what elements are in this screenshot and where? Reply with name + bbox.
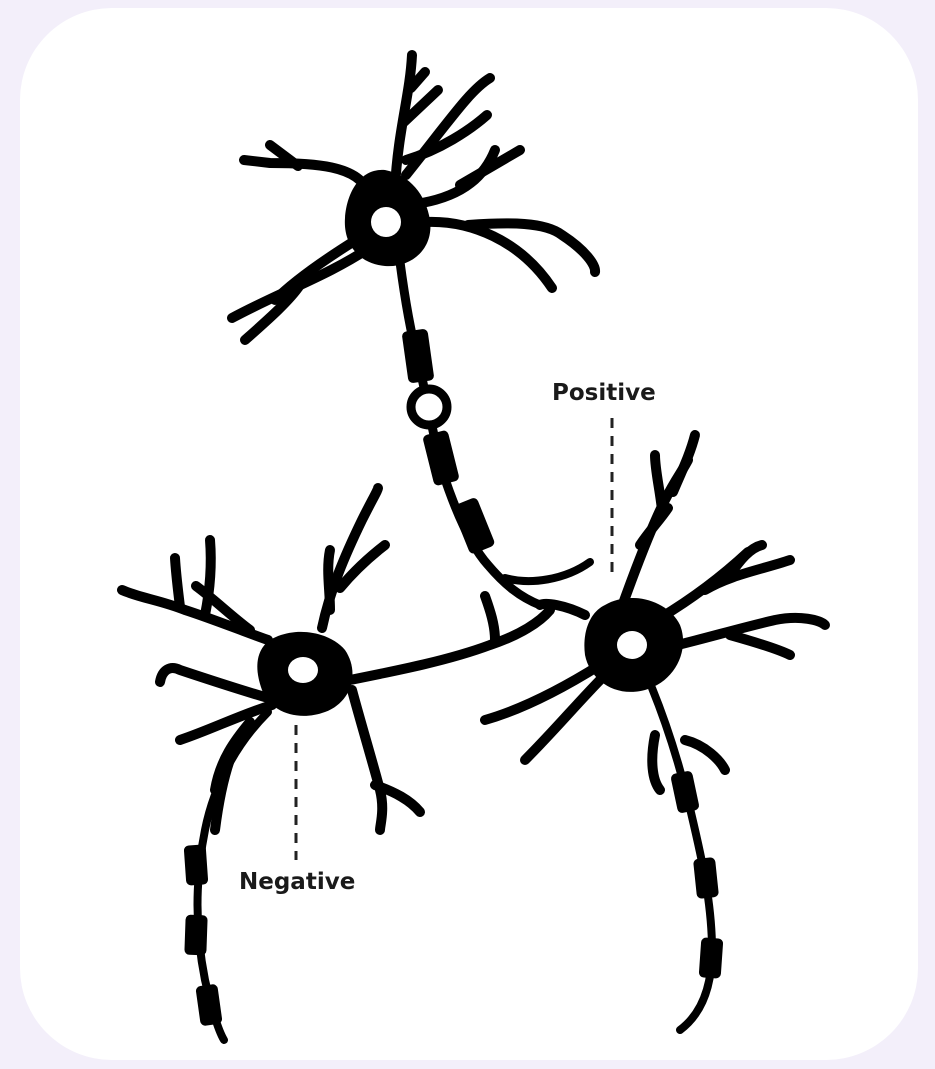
neuron-right-nucleus bbox=[617, 631, 647, 659]
negative-label: Negative bbox=[239, 869, 355, 895]
neuron-right-myelin bbox=[670, 770, 723, 979]
neuron-top-terminal bbox=[505, 562, 590, 581]
neuron-left-nucleus bbox=[288, 657, 318, 683]
negative-label-group: Negative bbox=[239, 725, 355, 895]
neuron-top-myelin bbox=[402, 328, 496, 555]
neuron-right bbox=[485, 435, 825, 1030]
neuron-top-node bbox=[411, 389, 447, 425]
neuron-top-nucleus bbox=[371, 207, 401, 237]
neuron-left bbox=[122, 488, 550, 1040]
neuron-top-axon bbox=[400, 262, 540, 605]
neuron-left-myelin bbox=[184, 844, 223, 1026]
positive-label: Positive bbox=[552, 380, 656, 406]
neuron-top bbox=[232, 55, 595, 605]
